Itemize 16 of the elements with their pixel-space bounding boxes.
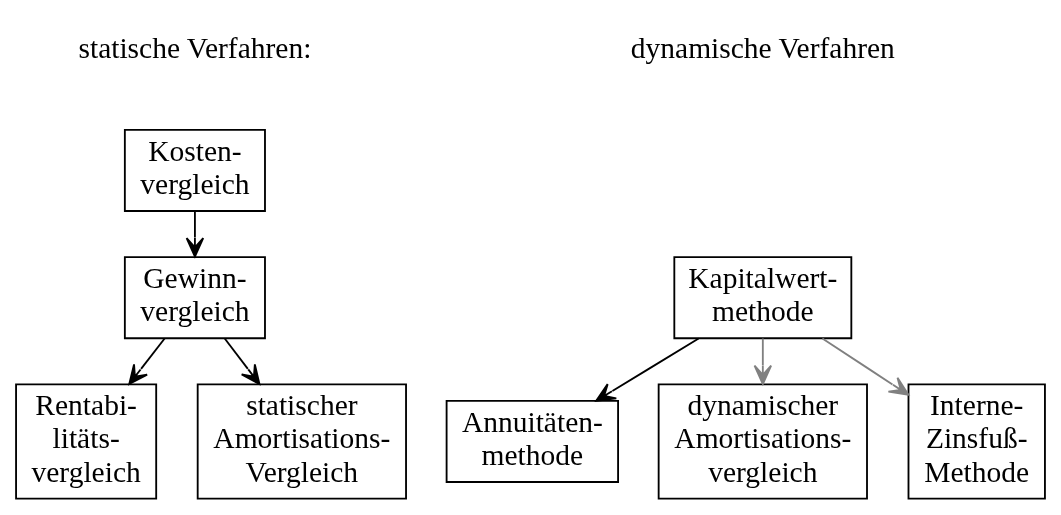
node-box: Annuitäten- methode — [445, 399, 619, 483]
arrow — [223, 337, 261, 385]
node-box: Gewinn- vergleich — [123, 255, 266, 339]
arrow — [821, 337, 910, 396]
node-box: Rentabi- litäts- vergleich — [15, 382, 158, 500]
arrow — [753, 337, 773, 385]
node-box: statischer Amortisations- Vergleich — [196, 382, 407, 500]
label: statische Verfahren: — [78, 31, 312, 64]
arrow — [185, 209, 205, 257]
node-box: Kapitalwert- methode — [673, 255, 853, 339]
label: dynamische Verfahren — [630, 31, 895, 64]
arrow — [595, 337, 700, 402]
node-box: Interne- Zinsfuß- Methode — [907, 382, 1046, 500]
node-box: dynamischer Amortisations- vergleich — [657, 382, 868, 500]
arrow — [128, 337, 166, 385]
node-box: Kosten- vergleich — [123, 128, 266, 212]
